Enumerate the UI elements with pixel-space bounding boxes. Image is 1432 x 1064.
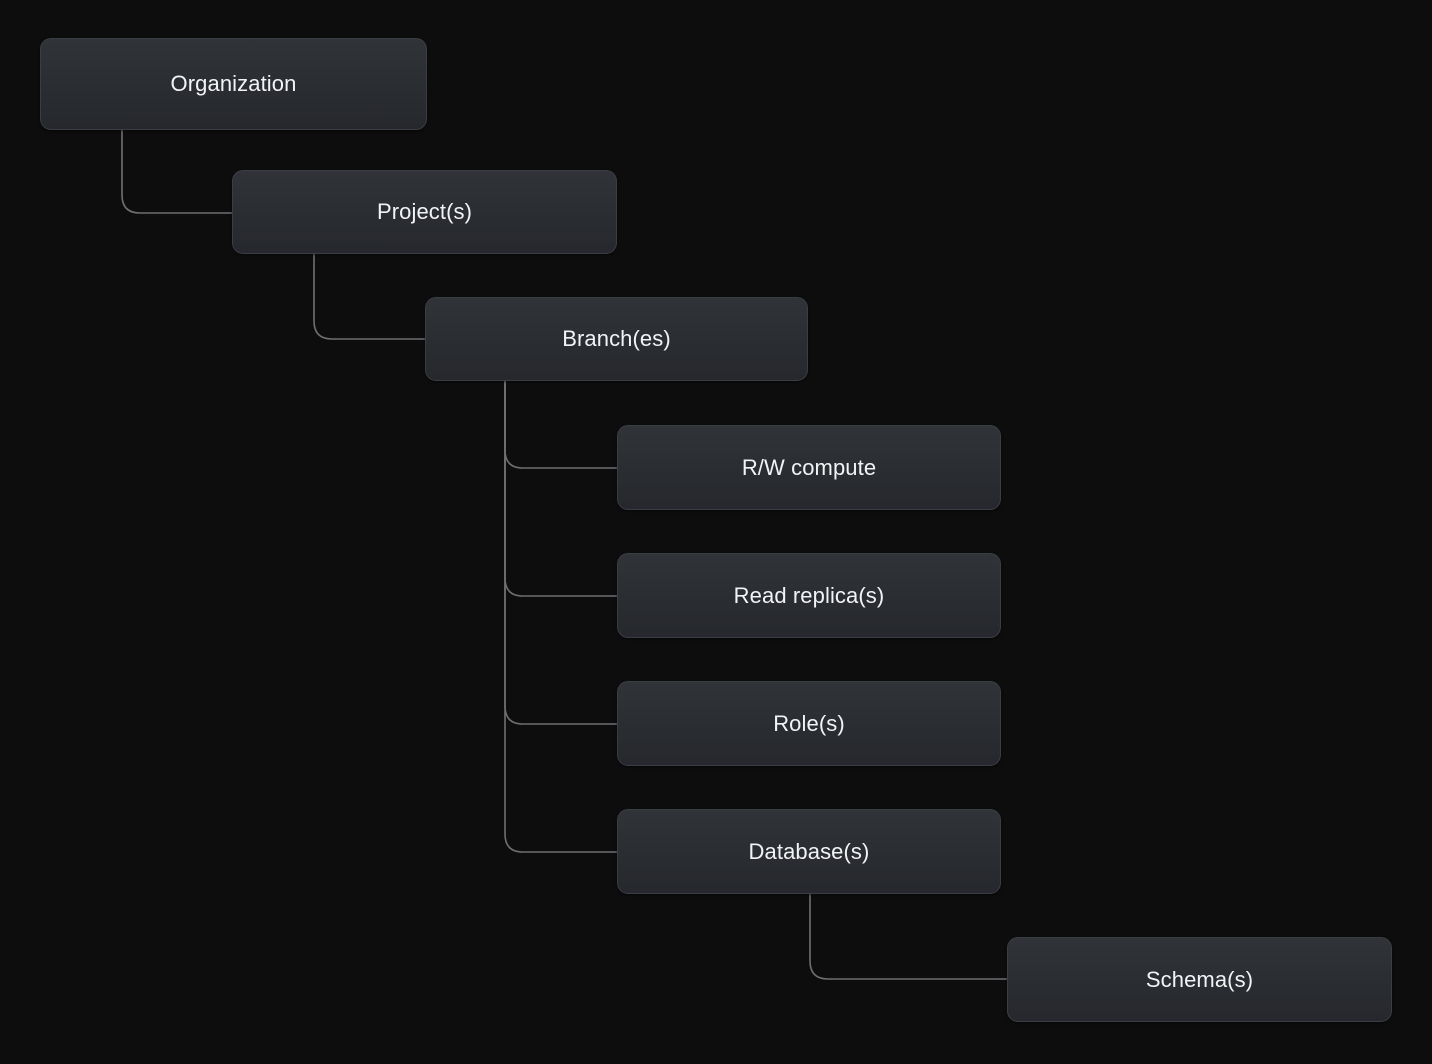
node-label-branch: Branch(es) [562,326,671,351]
edge-branch-to-read-replica [504,380,618,597]
node-label-organization: Organization [170,71,297,96]
node-branch[interactable]: Branch(es) [425,297,808,381]
node-label-project: Project(s) [376,199,473,224]
node-read-replica[interactable]: Read replica(s) [617,553,1001,638]
node-label-rw-compute: R/W compute [741,454,877,480]
node-label-role: Role(s) [773,710,845,736]
node-rw-compute[interactable]: R/W compute [617,425,1001,510]
edge-database-to-schema [809,893,1008,980]
edge-branch-to-role [504,380,618,725]
node-organization[interactable]: Organization [40,38,427,130]
edge-project-to-branch [313,253,426,340]
node-schema[interactable]: Schema(s) [1007,937,1392,1022]
node-label-schema: Schema(s) [1145,966,1254,992]
edge-branch-to-database [504,380,618,853]
edge-branch-to-rw-compute [504,380,618,469]
node-label-read-replica: Read replica(s) [733,582,885,608]
node-database[interactable]: Database(s) [617,809,1001,894]
node-project[interactable]: Project(s) [232,170,617,254]
edge-organization-to-project [121,129,233,214]
node-label-database: Database(s) [748,838,870,864]
node-role[interactable]: Role(s) [617,681,1001,766]
